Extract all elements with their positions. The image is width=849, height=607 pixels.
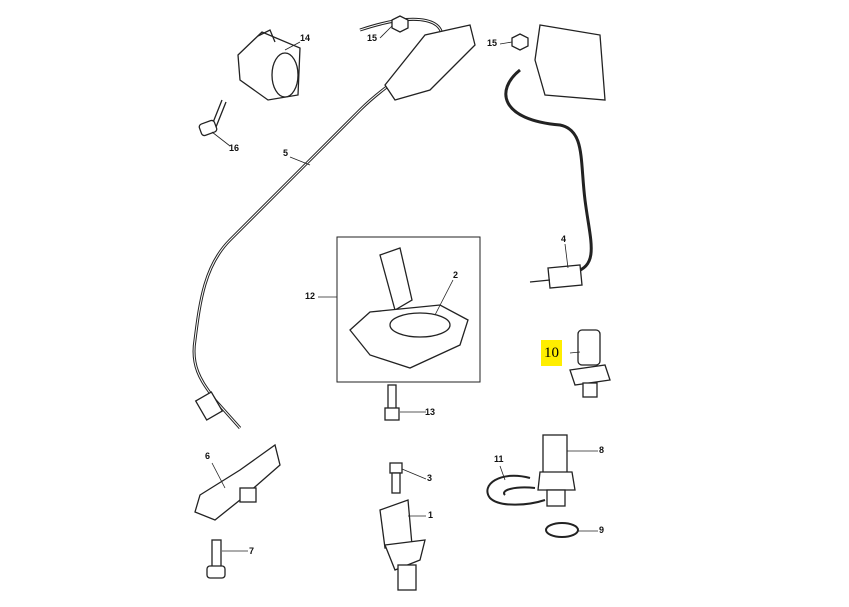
part-12-frame [336, 236, 481, 383]
callout-8: 8 [599, 445, 605, 455]
part-15-nut [511, 33, 529, 51]
callout-15: 15 [487, 38, 498, 48]
part-7-bolt [206, 539, 226, 579]
part-13-bolt [384, 384, 400, 421]
part-11-clip [486, 474, 546, 506]
part-4-sensor [504, 24, 606, 289]
part-5-connector [194, 24, 476, 421]
part-8-sensor [537, 434, 576, 507]
part-6-sensor [194, 443, 281, 521]
callout-2: 2 [453, 270, 459, 280]
part-3-bolt [389, 462, 403, 494]
part-2-level-sensor [349, 247, 469, 369]
callout-9: 9 [599, 525, 605, 535]
callout-6: 6 [205, 451, 211, 461]
callout-11: 11 [494, 454, 504, 464]
part-16-bolt [198, 99, 227, 137]
callout-5: 5 [283, 148, 289, 158]
callout-13: 13 [425, 407, 436, 417]
part-1-sensor [379, 499, 426, 591]
callout-12: 12 [305, 291, 316, 301]
part-14-sensor [237, 29, 301, 101]
callout-4: 4 [561, 234, 567, 244]
callout-10-highlighted: 10 [541, 340, 562, 366]
callout-3: 3 [427, 473, 433, 483]
callout-15: 15 [367, 33, 378, 43]
callout-7: 7 [249, 546, 255, 556]
callout-1: 1 [428, 510, 434, 520]
part-15-nut [391, 15, 409, 33]
callout-14: 14 [300, 33, 311, 43]
part-10-pressure-switch [569, 329, 611, 398]
part-9-seal-ring [545, 522, 579, 538]
callout-16: 16 [229, 143, 240, 153]
